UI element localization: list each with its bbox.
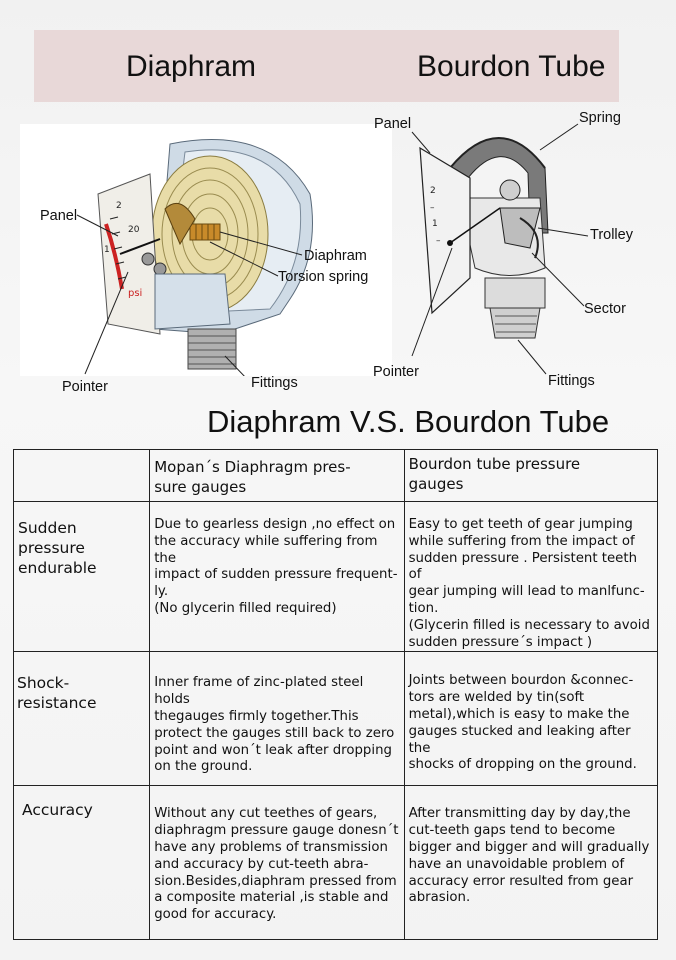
diaphragm-shock-text: Inner frame of zinc-plated steel holds t… (154, 675, 395, 775)
table-row: Shock-resistance Inner frame of zinc-pla… (12, 651, 659, 787)
bourdon-accuracy-text: After transmitting day by day,the cut-te… (408, 806, 650, 906)
dial-unit-psi: psi (128, 288, 142, 299)
bourdon-tube-gauge-diagram: 2 – 1 – (370, 108, 670, 398)
diaphragm-accuracy-text: Without any cut teethes of gears, diaphr… (154, 806, 399, 923)
bourdon-tube-illustration: 2 – 1 – (411, 123, 589, 375)
row-label-sudden-pressure: Sudden pressure endurable (18, 519, 97, 577)
title-banner: Diaphram Bourdon Tube (34, 30, 619, 102)
movement-mechanism (499, 179, 541, 259)
bourdon-cell: After transmitting day by day,the cut-te… (403, 785, 659, 941)
socket-fitting (484, 277, 546, 339)
bourdon-tube-heading: Bourdon Tube (417, 50, 606, 83)
label-diaphram: Diaphram (304, 248, 367, 264)
comparison-table: Mopan´s Diaphragm pres- sure gauges Bour… (12, 449, 659, 941)
diaphragm-heading: Diaphram (126, 50, 257, 83)
label-pointer-bourdon: Pointer (373, 364, 419, 380)
comparison-title: Diaphram V.S. Bourdon Tube (207, 404, 610, 439)
row-label-shock-resistance: Shock-resistance (17, 674, 97, 713)
dial-mark-20: 20 (128, 225, 140, 235)
bourdon-cell: Easy to get teeth of gear jumping while … (403, 500, 659, 653)
threaded-fitting (187, 328, 237, 370)
dial-panel-bourdon: 2 – 1 – (419, 146, 471, 315)
row-label-cell: Shock-resistance (12, 651, 151, 787)
label-panel-bourdon: Panel (374, 116, 412, 132)
row-label-accuracy: Accuracy (22, 801, 93, 820)
table-row: Accuracy Without any cut teethes of gear… (12, 785, 659, 941)
header-cell-empty (12, 449, 151, 502)
pointer-needle (119, 238, 161, 255)
label-torsion-spring: Torsion spring (278, 269, 369, 285)
row-label-cell: Accuracy (12, 785, 151, 941)
table-header-row: Mopan´s Diaphragm pres- sure gauges Bour… (12, 449, 659, 502)
label-pointer-left: Pointer (62, 379, 108, 395)
dial-panel: 2 20 1 psi (97, 173, 161, 335)
torsion-spring-coil (189, 223, 221, 241)
label-sector: Sector (584, 301, 626, 317)
label-trolley: Trolley (590, 227, 633, 243)
bourdon-cell: Joints between bourdon &connec- tors are… (403, 651, 659, 787)
dial-mark-1: 1 (104, 245, 110, 255)
diaphragm-gauge-illustration: 2 20 1 psi (76, 139, 313, 381)
row-label-cell: Sudden pressure endurable (12, 500, 151, 653)
header-cell-bourdon: Bourdon tube pressure gauges (403, 449, 659, 502)
diaphragm-cell: Without any cut teethes of gears, diaphr… (149, 785, 405, 941)
diaphragm-cell: Due to gearless design ,no effect on the… (149, 500, 405, 653)
svg-text:–: – (430, 203, 435, 213)
table-row: Sudden pressure endurable Due to gearles… (12, 500, 659, 653)
bourdon-sudden-pressure-text: Easy to get teeth of gear jumping while … (408, 517, 650, 650)
header-cell-diaphragm: Mopan´s Diaphragm pres- sure gauges (149, 449, 405, 502)
diaphragm-sudden-pressure-text: Due to gearless design ,no effect on the… (154, 517, 398, 616)
dial-mark-2: 2 (116, 201, 122, 211)
label-panel: Panel (40, 208, 78, 224)
svg-text:2: 2 (430, 186, 436, 196)
label-fittings-left: Fittings (251, 375, 298, 391)
pointer-needle-bourdon (449, 207, 501, 244)
diaphragm-cell: Inner frame of zinc-plated steel holds t… (149, 651, 405, 787)
bourdon-shock-text: Joints between bourdon &connec- tors are… (408, 673, 637, 773)
label-spring: Spring (579, 110, 621, 126)
diaphragm-gauge-diagram: 2 20 1 psi Panel Diaphram Torsion spring (20, 124, 392, 381)
svg-text:1: 1 (432, 219, 438, 229)
label-fittings-bourdon: Fittings (548, 373, 595, 389)
svg-text:–: – (436, 236, 441, 246)
